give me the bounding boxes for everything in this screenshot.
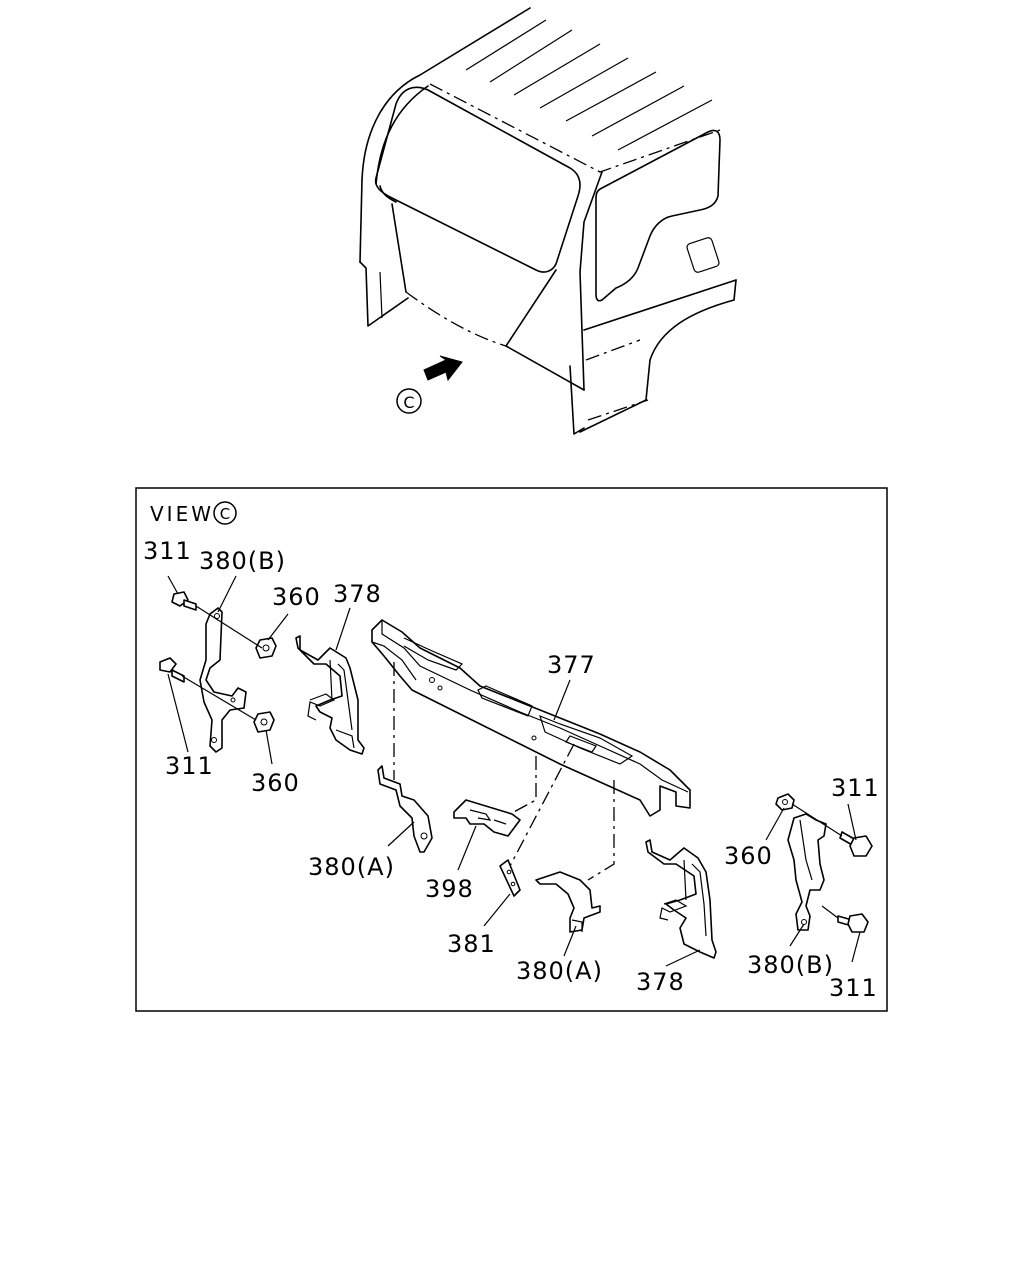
part-380a-center-bracket — [535, 871, 601, 933]
label-360-right: 360 — [724, 842, 773, 870]
nut-360-bottom-icon — [253, 711, 275, 733]
label-381: 381 — [447, 930, 496, 958]
part-377-crossmember — [371, 619, 691, 817]
label-311-bottom-right: 311 — [829, 974, 878, 1002]
part-380b-left-bracket — [199, 607, 247, 753]
label-380b-top-left: 380(B) — [199, 547, 286, 575]
label-360-top: 360 — [272, 583, 321, 611]
label-378-top: 378 — [333, 580, 382, 608]
label-311-top-left: 311 — [143, 537, 192, 565]
label-377: 377 — [547, 651, 596, 679]
part-378-left-bracket — [295, 635, 365, 755]
view-marker-letter: C — [403, 393, 414, 412]
label-360-bottom: 360 — [251, 769, 300, 797]
nut-360-top-icon — [255, 637, 277, 659]
view-marker-icon: C — [396, 388, 422, 414]
callout-labels: 311 380(B) 360 378 377 311 360 380(A) 39… — [143, 537, 880, 1002]
leader-lines — [167, 575, 861, 967]
truck-cab-illustration: C — [359, 7, 737, 435]
label-380b-right: 380(B) — [747, 951, 834, 979]
view-title-prefix: VIEW — [150, 502, 214, 526]
part-380a-left-bracket — [377, 765, 433, 853]
bolt-311-bottom-left-icon — [159, 657, 185, 683]
assembly-guide-lines — [393, 662, 615, 881]
part-378-right-bracket — [645, 839, 717, 959]
part-381-shim — [499, 859, 521, 897]
part-398-plate — [453, 799, 521, 837]
label-380a-center: 380(A) — [516, 957, 603, 985]
view-box-frame — [135, 487, 888, 1012]
label-380a-left: 380(A) — [308, 853, 395, 881]
label-378-bottom: 378 — [636, 968, 685, 996]
label-398: 398 — [425, 875, 474, 903]
view-title-marker: C — [220, 505, 230, 523]
label-311-bottom-left: 311 — [165, 752, 214, 780]
part-380b-right-bracket — [787, 813, 827, 931]
label-311-top-right: 311 — [831, 774, 880, 802]
view-box-title: VIEW C — [150, 501, 237, 526]
bolt-311-top-left-icon — [171, 591, 197, 611]
view-direction-arrow-icon — [423, 355, 463, 382]
bolt-311-top-right-icon — [839, 831, 873, 857]
nut-360-right-icon — [775, 793, 795, 811]
bolt-311-bottom-right-icon — [837, 913, 869, 933]
